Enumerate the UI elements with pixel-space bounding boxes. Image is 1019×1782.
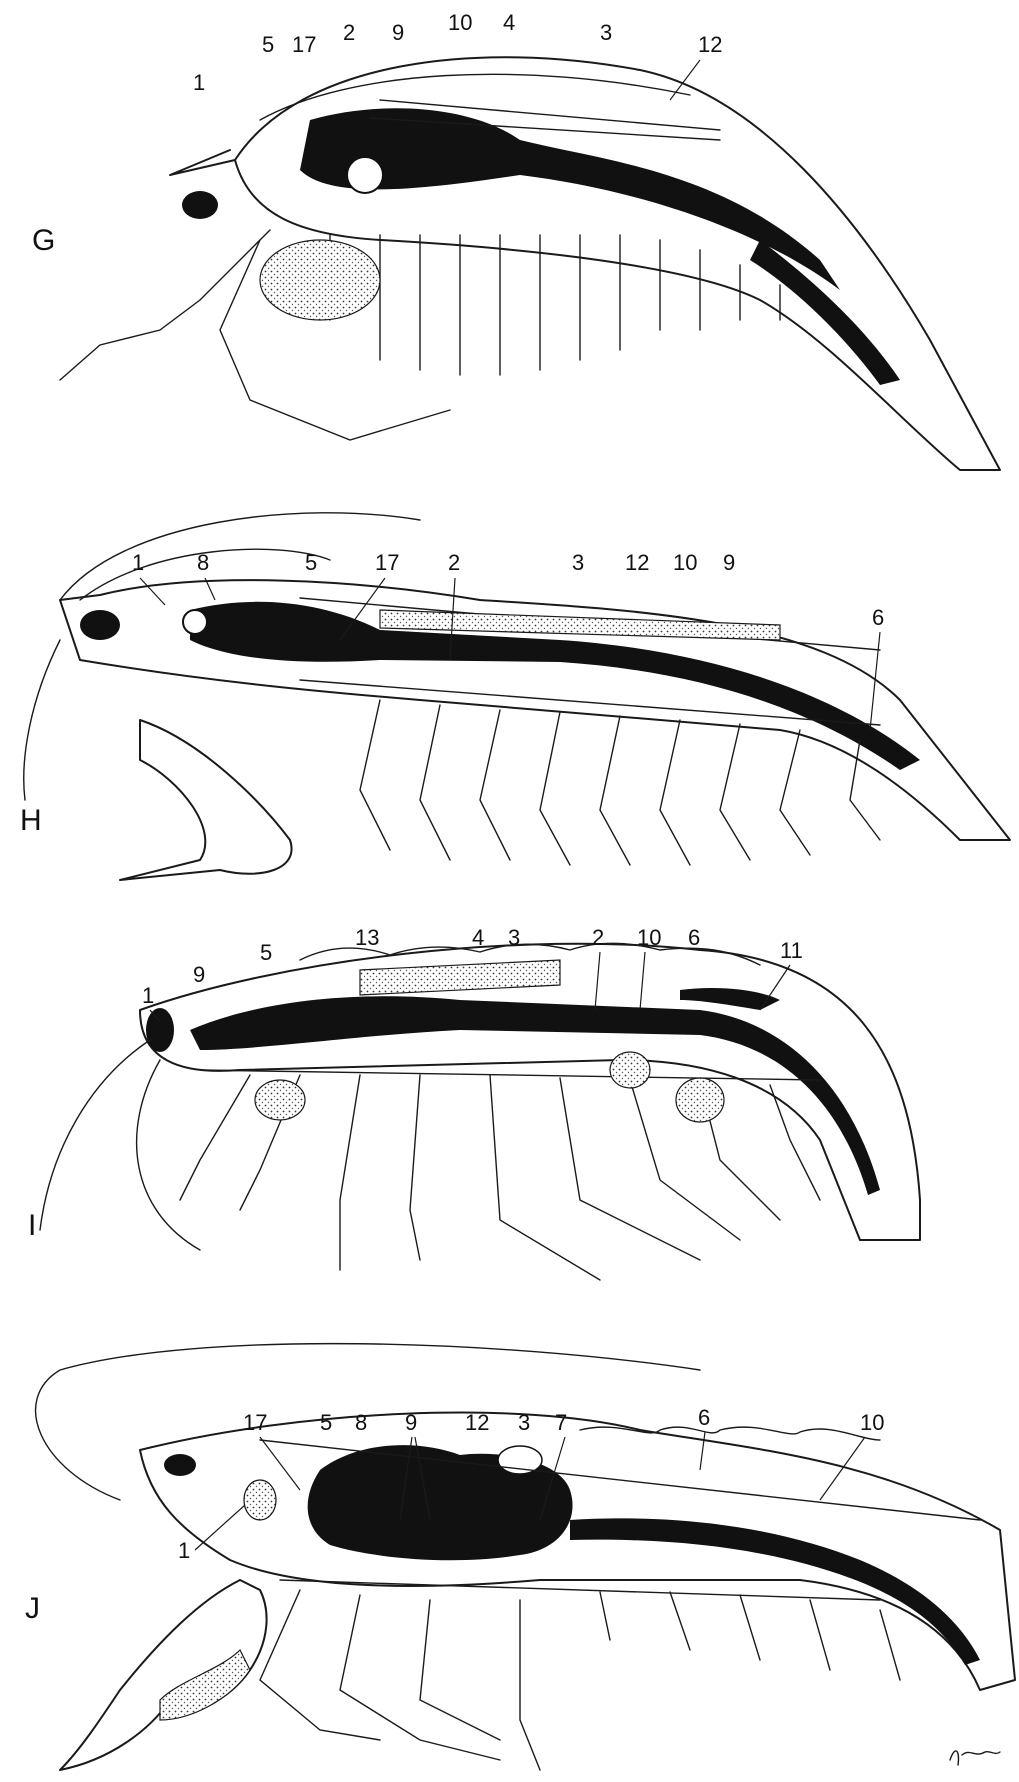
label-j-10: 10 — [860, 1410, 884, 1435]
label-i-11: 11 — [780, 938, 803, 963]
label-i-10: 10 — [637, 925, 661, 950]
label-j-9: 9 — [405, 1410, 417, 1435]
label-i-13: 13 — [355, 925, 379, 950]
label-h-2: 2 — [448, 550, 460, 575]
label-j-1: 1 — [178, 1538, 190, 1563]
label-i-3: 3 — [508, 925, 520, 950]
label-g-4: 4 — [503, 10, 515, 35]
eye-g — [182, 191, 218, 219]
label-h-3: 3 — [572, 550, 584, 575]
eye-j — [164, 1454, 196, 1476]
legs-j — [260, 1590, 900, 1770]
label-h-1: 1 — [132, 550, 144, 575]
label-g-17: 17 — [292, 32, 316, 57]
claw-h — [120, 720, 292, 880]
label-h-5: 5 — [305, 550, 317, 575]
label-h-12: 12 — [625, 550, 649, 575]
panel-i: I 1 9 5 13 — [28, 925, 920, 1280]
label-i-5: 5 — [260, 940, 272, 965]
label-g-3: 3 — [600, 20, 612, 45]
label-i-2: 2 — [592, 925, 604, 950]
panel-j: J 17 — [25, 1344, 1015, 1770]
panel-g: G — [32, 10, 1000, 470]
label-i-6: 6 — [688, 925, 700, 950]
label-j-7: 7 — [555, 1410, 567, 1435]
panel-label-j: J — [25, 1592, 40, 1625]
panel-h: H 1 8 5 17 — [20, 513, 1010, 880]
label-h-8: 8 — [197, 550, 209, 575]
label-g-1: 1 — [193, 70, 205, 95]
label-i-9: 9 — [193, 962, 205, 987]
label-g-12: 12 — [698, 32, 722, 57]
label-j-6: 6 — [698, 1405, 710, 1430]
body-outline-j — [140, 1413, 1015, 1690]
panel-label-h: H — [20, 804, 42, 837]
eye-h — [80, 610, 120, 640]
label-j-17: 17 — [243, 1410, 267, 1435]
legs-h — [360, 700, 880, 865]
label-g-5: 5 — [262, 32, 274, 57]
label-i-4: 4 — [472, 925, 484, 950]
label-g-10: 10 — [448, 10, 472, 35]
label-j-5: 5 — [320, 1410, 332, 1435]
label-h-10: 10 — [673, 550, 697, 575]
label-h-6: 6 — [872, 605, 884, 630]
label-g-2: 2 — [343, 20, 355, 45]
label-j-12: 12 — [465, 1410, 489, 1435]
label-h-9: 9 — [723, 550, 735, 575]
panel-label-g: G — [32, 224, 55, 257]
label-g-9: 9 — [392, 20, 404, 45]
label-i-1: 1 — [142, 983, 154, 1008]
artist-signature — [950, 1751, 1000, 1765]
label-j-3: 3 — [518, 1410, 530, 1435]
legs-g — [60, 230, 780, 440]
label-h-17: 17 — [375, 550, 399, 575]
eye-i — [146, 1008, 174, 1052]
label-j-8: 8 — [355, 1410, 367, 1435]
panel-label-i: I — [28, 1209, 36, 1242]
